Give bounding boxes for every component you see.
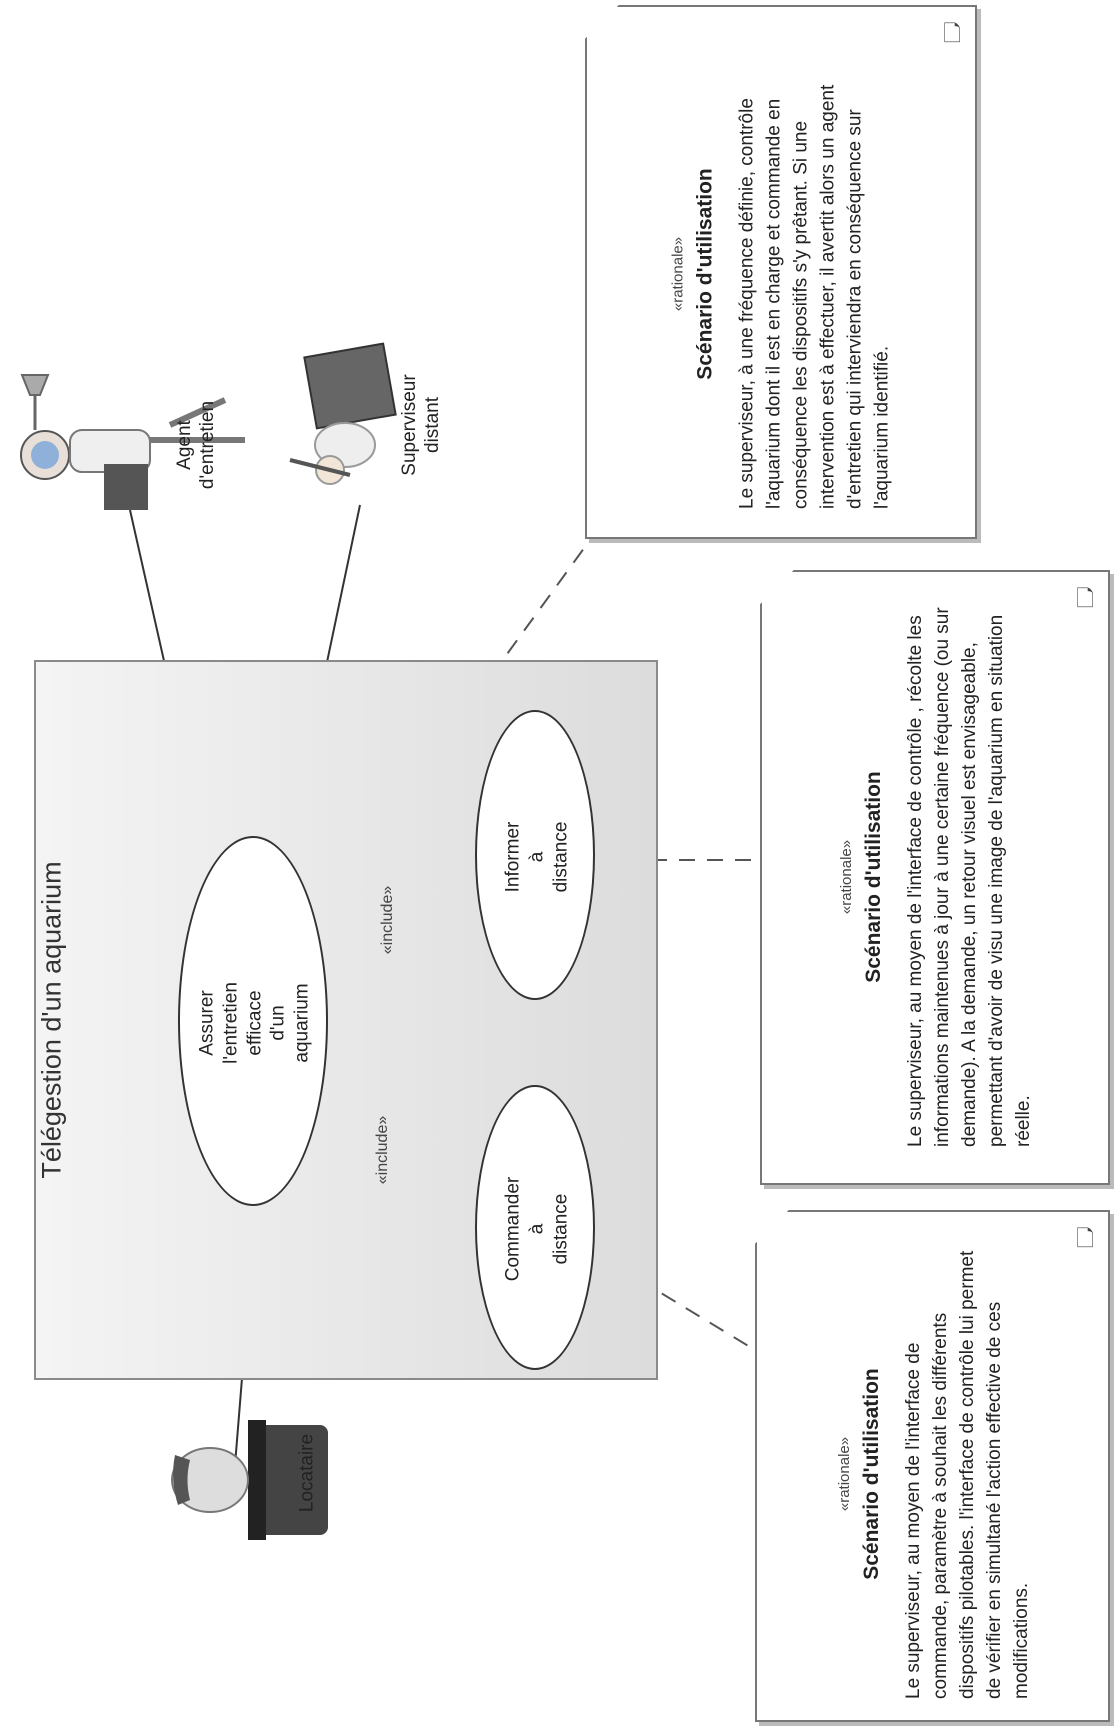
note-fold — [585, 5, 619, 39]
actor-label-superviseur: Superviseur distant — [399, 374, 443, 476]
note-2-body: Le superviseur, au moyen de l'interface … — [905, 607, 1035, 1147]
usecase-inform-label: Informer à distance — [502, 821, 571, 893]
usecase-main[interactable]: Assurer l'entretien efficace d'un aquari… — [178, 836, 328, 1206]
note-fold — [760, 570, 794, 604]
superviseur-distant-figure-icon — [289, 342, 397, 485]
include-label-inform: «include» — [379, 885, 396, 955]
note-2-title: Scénario d'utilisation — [862, 771, 886, 983]
note-3-title: Scénario d'utilisation — [860, 1368, 884, 1580]
note-fold — [755, 1210, 789, 1244]
note-1-body: Le superviseur, à une fréquence définie,… — [736, 84, 893, 509]
usecase-command-label: Commander à distance — [502, 1176, 571, 1282]
note-2-text: «rationale» Scénario d'utilisation Le su… — [836, 607, 1038, 1147]
actor-label-locataire: Locataire — [296, 1433, 318, 1513]
usecase-command[interactable]: Commander à distance — [475, 1085, 595, 1370]
include-label-command: «include» — [374, 1115, 391, 1185]
note-3-stereotype: «rationale» — [836, 1436, 854, 1512]
agent-entretien-figure-icon — [20, 374, 245, 510]
note-scenario-1: 🗋 «rationale» Scénario d'utilisation Le … — [585, 5, 977, 539]
usecase-inform[interactable]: Informer à distance — [475, 710, 595, 1000]
note-document-icon: 🗋 — [943, 21, 961, 46]
note-1-text: «rationale» Scénario d'utilisation Le su… — [668, 39, 897, 509]
actor-label-agent: Agent d'entretien — [174, 400, 218, 490]
system-title: Télégestion d'un aquarium — [36, 861, 67, 1179]
note-3-body: Le superviseur, au moyen de l'interface … — [903, 1250, 1033, 1699]
usecase-main-label: Assurer l'entretien efficace d'un aquari… — [196, 982, 313, 1064]
note-1-title: Scénario d'utilisation — [693, 168, 717, 380]
note-scenario-2: 🗋 «rationale» Scénario d'utilisation Le … — [760, 570, 1110, 1185]
note-1-stereotype: «rationale» — [669, 236, 687, 312]
note-2-stereotype: «rationale» — [838, 839, 856, 915]
note-document-icon: 🗋 — [1076, 586, 1094, 611]
note-document-icon: 🗋 — [1076, 1226, 1094, 1251]
note-scenario-3: 🗋 «rationale» Scénario d'utilisation Le … — [755, 1210, 1110, 1722]
locataire-figure-icon — [171, 1420, 328, 1540]
note-3-text: «rationale» Scénario d'utilisation Le su… — [834, 1249, 1036, 1699]
